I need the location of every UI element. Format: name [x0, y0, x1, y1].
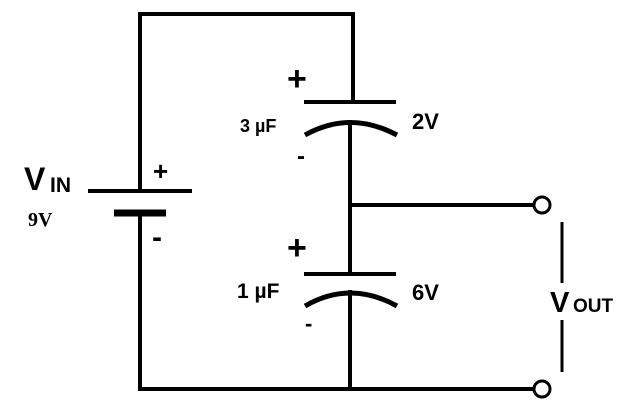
- capacitor-2-symbol: [303, 272, 399, 309]
- capacitor-1-symbol: [303, 100, 399, 138]
- capacitor-2-plus-sign: +: [287, 229, 307, 267]
- vin-symbol: V: [24, 161, 46, 197]
- battery-symbol: [88, 189, 192, 217]
- vout-symbol: V: [550, 287, 570, 319]
- vin-subscript: IN: [50, 174, 71, 197]
- output-terminal-bottom: [532, 379, 552, 399]
- capacitor-1-plus-sign: +: [287, 60, 307, 98]
- capacitor-1-minus-sign: -: [297, 143, 305, 170]
- battery-minus-sign: -: [152, 221, 162, 254]
- wire-left-lower: [138, 211, 542, 391]
- output-terminal-top: [532, 195, 552, 215]
- battery-plus-sign: +: [153, 156, 168, 186]
- capacitor-1-voltage: 2V: [412, 109, 439, 134]
- capacitor-1-capacitance: 3 µF: [240, 116, 276, 136]
- vin-value: 9V: [28, 209, 53, 231]
- capacitor-2-minus-sign: -: [305, 311, 312, 336]
- vout-subscript: OUT: [573, 296, 614, 317]
- wire-top: [138, 12, 355, 102]
- capacitor-2-voltage: 6V: [412, 280, 439, 305]
- capacitor-2-capacitance: 1 µF: [237, 280, 280, 303]
